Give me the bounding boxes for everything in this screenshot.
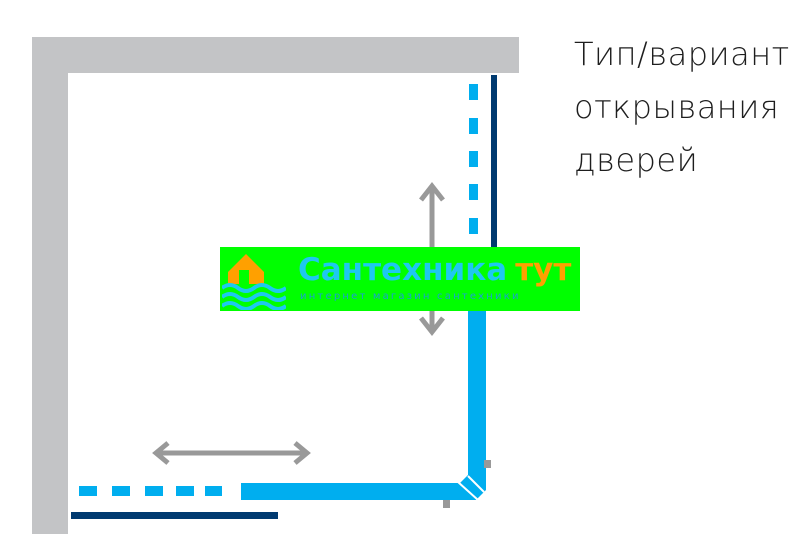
- dashed-glass-vertical: [469, 84, 478, 234]
- caption-line-3: дверей: [574, 141, 699, 179]
- fitting-right: [484, 460, 491, 468]
- watermark-title-part2: тут: [515, 252, 572, 288]
- watermark-title-part1: Сантехника: [298, 252, 508, 288]
- sliding-door-horizontal: [71, 512, 278, 519]
- corner-joint: [457, 475, 485, 501]
- horizontal-arrow-icon: [152, 441, 311, 465]
- caption-line-1: Тип/вариант: [574, 35, 790, 73]
- caption-line-2: открывания: [574, 88, 780, 126]
- fitting-bottom: [443, 500, 450, 508]
- door-opening-caption: Тип/вариант открывания дверей: [574, 28, 796, 187]
- house-logo-icon: [222, 254, 286, 310]
- watermark-subtitle: интернет магазин сантехники: [300, 291, 521, 302]
- sliding-door-vertical: [491, 75, 497, 271]
- dashed-glass-horizontal: [79, 486, 222, 496]
